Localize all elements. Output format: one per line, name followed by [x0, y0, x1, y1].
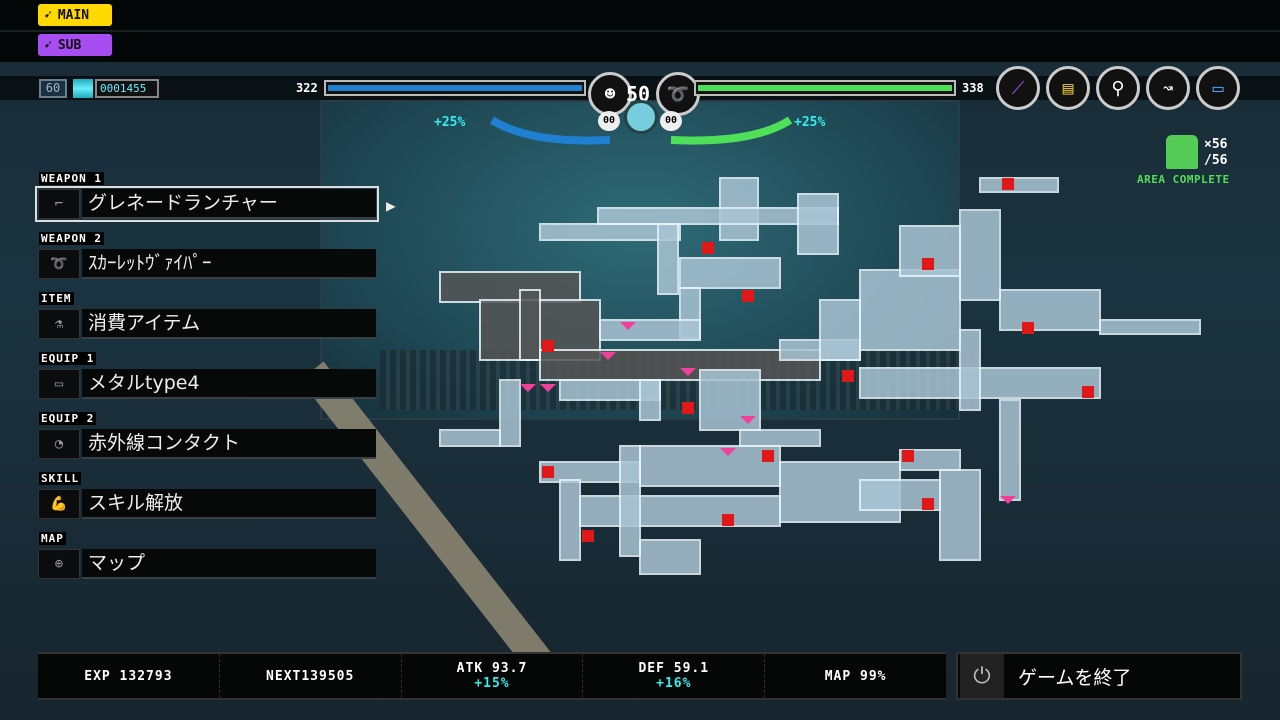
menu-label: WEAPON 1: [39, 172, 104, 185]
potion-icon: ⚗: [38, 309, 80, 339]
muscle-icon: 💪: [38, 489, 80, 519]
player2-ammo: 00: [660, 111, 682, 131]
grenade-launcher-icon: ⌐: [38, 189, 80, 219]
menu-item-value: ｽｶｰﾚｯﾄｳﾞｧｲﾊﾟｰ: [82, 249, 376, 279]
map-stat: MAP 99%: [824, 668, 887, 684]
selection-arrow-icon: ▶: [386, 196, 396, 215]
menu-item[interactable]: ◔ 赤外線コンタクト: [38, 429, 376, 459]
player1-ammo: 00: [598, 111, 620, 131]
chip-icon[interactable]: ▭: [1196, 66, 1240, 110]
menu-item-value: メタルtype4: [82, 369, 376, 399]
menu-item[interactable]: ⊕ マップ: [38, 549, 376, 579]
area-status: AREA COMPLETE: [1137, 173, 1230, 186]
power-icon: ⏻: [960, 654, 1004, 698]
sword-icon[interactable]: ⟋: [996, 66, 1040, 110]
whip-icon[interactable]: ↝: [1146, 66, 1190, 110]
menu-label: MAP: [39, 532, 66, 545]
player1-bonus: +25%: [434, 115, 466, 130]
player2-special-gauge: [670, 116, 793, 145]
menu-item-value: スキル解放: [82, 489, 376, 519]
cassette-icon: ▭: [38, 369, 80, 399]
player2-bonus: +25%: [794, 115, 826, 130]
player2-hp-bar: [694, 80, 956, 96]
keycard-icon[interactable]: ▤: [1046, 66, 1090, 110]
gun-icon: ➹: [44, 37, 52, 53]
atk-stat: ATK 93.7+15%: [402, 654, 584, 698]
top-bar: [0, 0, 1280, 62]
menu-item-value: 消費アイテム: [82, 309, 376, 339]
main-button[interactable]: ➹MAIN: [38, 4, 112, 26]
menu-item[interactable]: ⚗ 消費アイテム: [38, 309, 376, 339]
exp-stat: EXP 132793: [38, 654, 220, 698]
sub-button[interactable]: ➹SUB: [38, 34, 112, 56]
collected-count: ×56: [1204, 137, 1228, 152]
energy-gauge: [73, 79, 93, 98]
player1-hp-bar: [324, 80, 586, 96]
def-stat: DEF 59.1+16%: [583, 654, 766, 698]
menu-item[interactable]: 💪 スキル解放: [38, 489, 376, 519]
stats-panel: EXP 132793 NEXT139505 ATK 93.7+15% DEF 5…: [38, 652, 946, 700]
player1-portrait-icon: ☻: [588, 72, 632, 116]
menu-label: WEAPON 2: [39, 232, 104, 245]
quit-game-button[interactable]: ⏻ゲームを終了: [956, 652, 1242, 700]
menu-label: EQUIP 1: [39, 352, 97, 365]
money-counter: 0001455: [95, 79, 159, 98]
player2-hp-value: 338: [962, 81, 984, 95]
menu-item[interactable]: ➰ ｽｶｰﾚｯﾄｳﾞｧｲﾊﾟｰ: [38, 249, 376, 279]
contact-lens-icon: ◔: [38, 429, 80, 459]
player1-special-gauge: [490, 116, 611, 145]
next-stat: NEXT139505: [220, 654, 402, 698]
menu-label: SKILL: [39, 472, 82, 485]
menu-label: EQUIP 2: [39, 412, 97, 425]
center-orb-icon: [624, 100, 658, 134]
menu-item-value: マップ: [82, 549, 376, 579]
total-count: /56: [1204, 153, 1228, 168]
grapple-icon[interactable]: ⚲: [1096, 66, 1140, 110]
menu-label: ITEM: [39, 292, 74, 305]
menu-item[interactable]: ▭ メタルtype4: [38, 369, 376, 399]
puzzle-piece-icon: [1166, 135, 1198, 169]
menu-item-value: 赤外線コンタクト: [82, 429, 376, 459]
whip-icon: ➰: [38, 249, 80, 279]
player1-hp-value: 322: [296, 81, 318, 95]
map-pin-icon: ⊕: [38, 549, 80, 579]
menu-item[interactable]: ⌐ グレネードランチャー: [35, 186, 379, 222]
menu-item-value: グレネードランチャー: [82, 189, 376, 219]
level-badge: 60: [39, 79, 67, 98]
gun-icon: ➹: [44, 7, 52, 23]
